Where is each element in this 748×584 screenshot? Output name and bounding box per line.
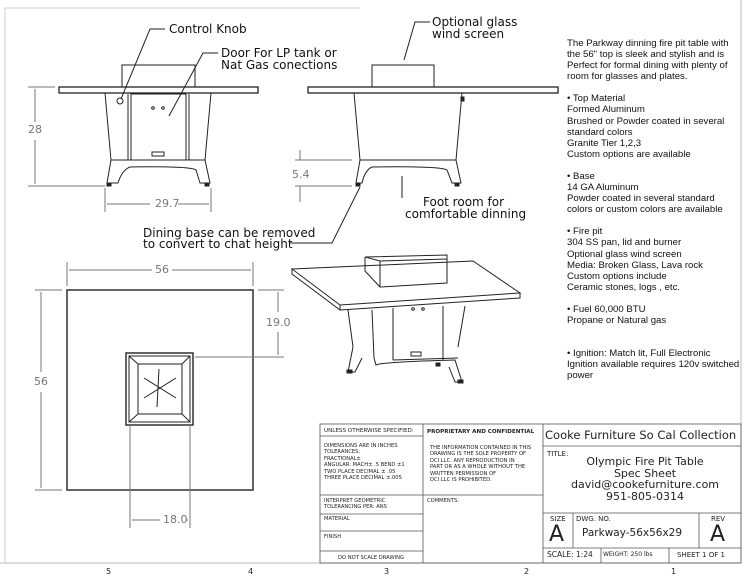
tb-size-label: SIZE <box>550 515 566 523</box>
dim-foot-room: 5.4 <box>292 168 310 181</box>
side-view <box>307 64 559 187</box>
callout-dining-base-2: to convert to chat height <box>143 237 293 251</box>
isometric-view <box>290 254 522 384</box>
tb-dwg-no: Parkway-56x56x29 <box>582 527 683 539</box>
top-view <box>66 289 254 491</box>
zone-2: 2 <box>524 567 530 576</box>
tb-dwg-label: DWG. NO. <box>576 515 611 523</box>
tb-proprietary: PROPRIETARY AND CONFIDENTIAL <box>427 429 535 435</box>
tb-material: MATERIAL <box>324 516 350 522</box>
callout-foot-room-2: comfortable dinning <box>405 207 527 221</box>
dim-pit-width: 18.0 <box>163 513 188 526</box>
dim-pit-offset: 19.0 <box>266 316 291 329</box>
tb-unless: UNLESS OTHERWISE SPECIFIED: <box>324 428 414 434</box>
tb-company: Cooke Furniture So Cal Collection <box>545 428 737 442</box>
zone-4: 4 <box>248 567 254 576</box>
tb-comments: COMMENTS: <box>427 498 460 504</box>
callout-glass: Optional glass <box>432 15 518 29</box>
front-view <box>58 64 259 187</box>
callout-foot-room: Foot room for <box>423 195 505 209</box>
callout-dining-base: Dining base can be removed <box>143 226 316 240</box>
dim-height: 28 <box>28 123 42 136</box>
front-dimensions <box>28 86 212 212</box>
dim-base-width: 29.7 <box>155 197 180 210</box>
title-block-grid <box>319 423 742 564</box>
tb-title: Olympic Fire Pit Table Spec Sheet david@… <box>570 455 720 503</box>
zone-1: 1 <box>671 567 677 576</box>
callout-door: Door For LP tank or <box>221 46 337 60</box>
top-dimensions <box>35 262 284 528</box>
dim-top-depth: 56 <box>34 375 48 388</box>
side-dimensions <box>295 150 352 202</box>
callout-control-knob: Control Knob <box>169 22 247 36</box>
spec-description: The Parkway dinning fire pit table with … <box>567 38 742 392</box>
dim-top-width: 56 <box>155 263 169 276</box>
tb-finish: FINISH <box>324 534 342 540</box>
tb-weight: WEIGHT: 250 lbs <box>603 551 653 558</box>
spec-ignition: • Ignition: Match lit, Full Electronic I… <box>567 348 740 382</box>
tb-scale: SCALE: 1:24 <box>547 550 593 559</box>
tb-rev-label: REV <box>711 515 726 523</box>
leader-lines <box>120 21 430 244</box>
tb-rev: A <box>710 522 726 547</box>
callout-glass-2: wind screen <box>432 27 505 41</box>
tb-sheet: SHEET 1 OF 1 <box>677 551 725 559</box>
tb-no-scale: DO NOT SCALE DRAWING <box>338 555 405 561</box>
zone-3: 3 <box>384 567 390 576</box>
tb-size: A <box>549 522 565 547</box>
zone-5: 5 <box>106 567 112 576</box>
spec-intro: The Parkway dinning fire pit table with … <box>567 38 729 83</box>
callout-door-2: Nat Gas conections <box>221 58 338 72</box>
tb-title-label: TITLE: <box>547 450 569 458</box>
